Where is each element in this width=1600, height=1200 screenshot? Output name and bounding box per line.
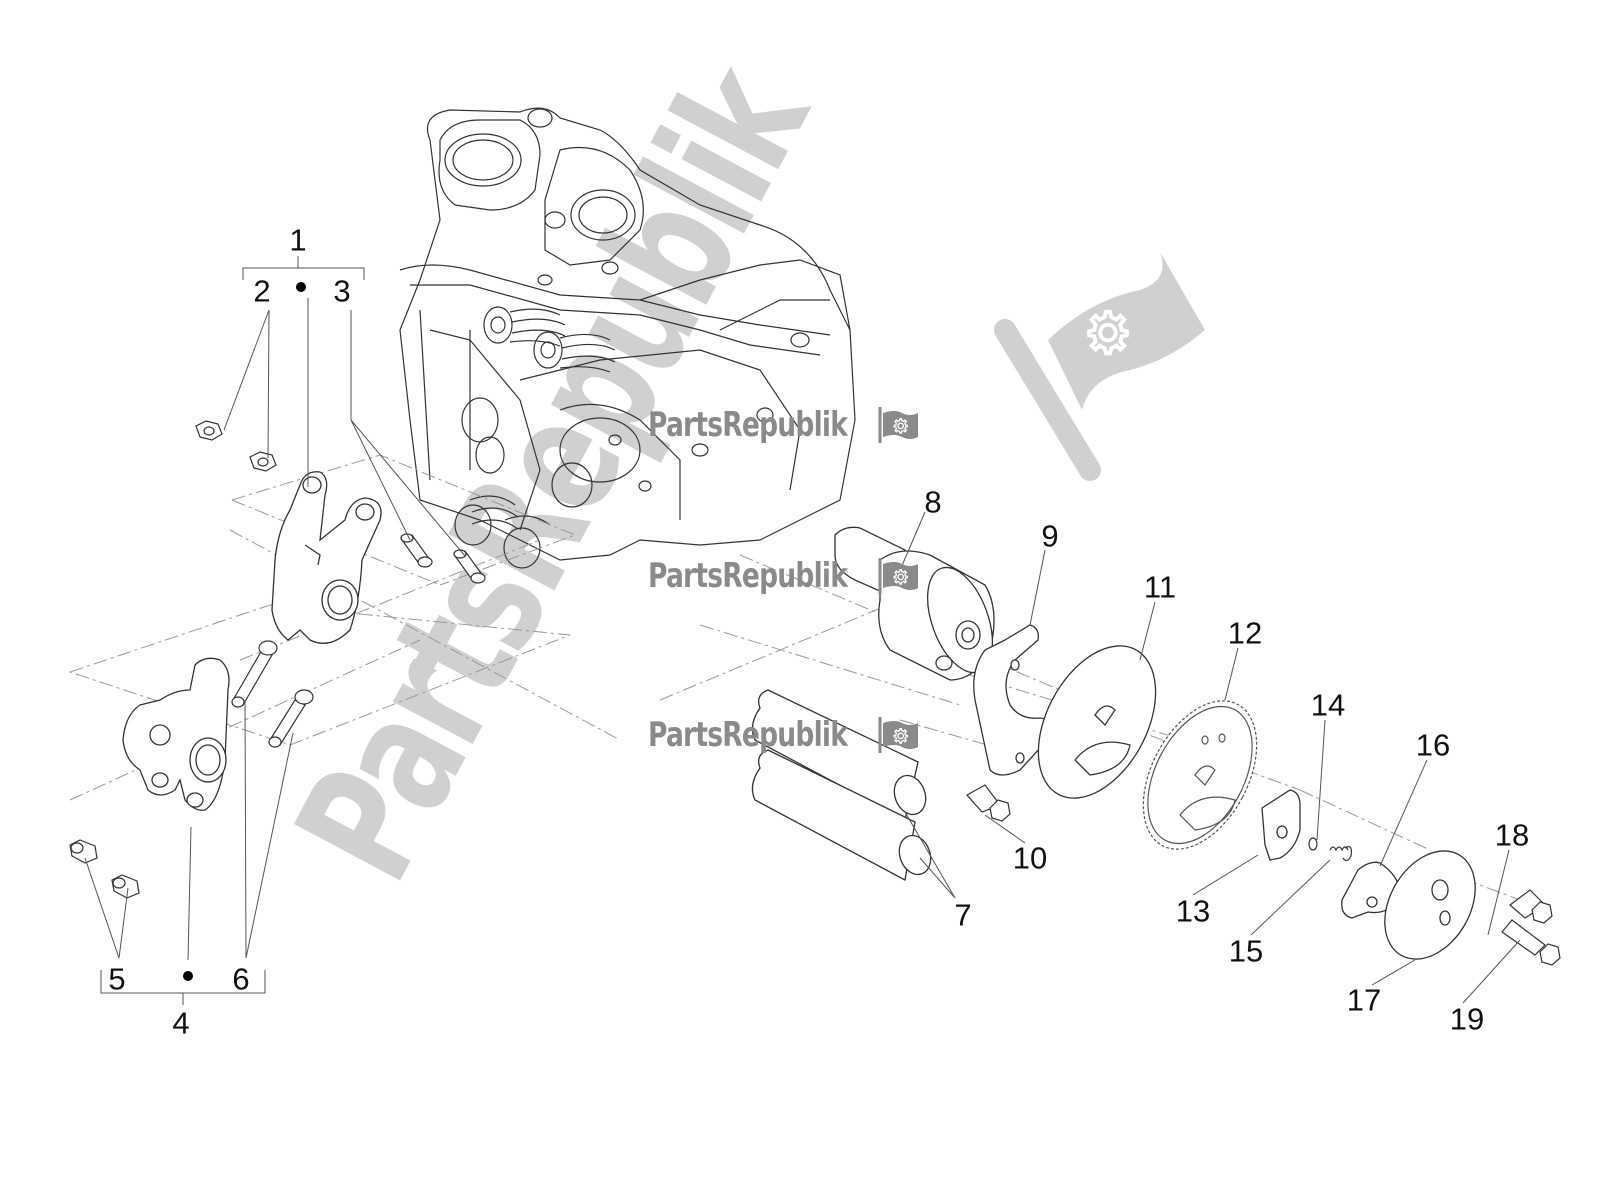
watermark-text-3: PartsRepublik: [648, 715, 855, 755]
part-1-rocker-arm: [271, 471, 382, 644]
part-12-sprocket: [1142, 700, 1258, 850]
part-2-nuts: [195, 420, 277, 472]
part-3-valve-caps: [400, 533, 486, 584]
callout-16: 16: [1415, 727, 1451, 763]
watermark-label: PartsRepublik: [648, 556, 848, 596]
callout-8: 8: [924, 484, 942, 520]
part-11-disc: [1037, 645, 1157, 799]
part-15-spring: [1329, 846, 1352, 862]
watermark-flag-icon: [994, 252, 1205, 481]
part-5-caps: [69, 839, 140, 899]
callout-13: 13: [1175, 893, 1211, 929]
watermark-label: PartsRepublik: [648, 405, 848, 445]
leader-lines: [84, 256, 1521, 1005]
watermark-label: PartsRepublik: [648, 715, 848, 755]
callout-19: 19: [1449, 1001, 1485, 1037]
callout-1: 1: [289, 222, 307, 258]
part-10-bolt: [966, 784, 1011, 822]
callout-7: 7: [954, 897, 972, 933]
callout-11: 11: [1143, 569, 1177, 605]
callout-14: 14: [1310, 687, 1346, 723]
callout-5: 5: [108, 961, 126, 997]
valve-springs-upper: [483, 306, 616, 373]
part-4-rocker-arm: [122, 657, 230, 811]
callout-4: 4: [172, 1005, 190, 1041]
part-17-cover: [1384, 850, 1476, 960]
callout-12: 12: [1227, 615, 1263, 651]
callout-9: 9: [1041, 518, 1059, 554]
watermark-text-2: PartsRepublik: [648, 556, 855, 596]
callout-2: 2: [253, 273, 271, 309]
part-13-weight: [1261, 789, 1301, 861]
callout-10: 10: [1012, 840, 1048, 876]
part-9-plate: [973, 624, 1054, 776]
callout-6: 6: [232, 961, 250, 997]
part-7-pins: [751, 689, 932, 881]
callout-15: 15: [1228, 933, 1264, 969]
part-18-bolt: [1509, 889, 1553, 924]
part-14-washer: [1308, 837, 1318, 851]
group-1-dot: [296, 282, 306, 292]
callout-3: 3: [333, 273, 351, 309]
part-6-screws: [231, 640, 314, 748]
watermark-text-1: PartsRepublik: [648, 405, 855, 445]
part-19-bolt: [1501, 919, 1561, 966]
callout-18: 18: [1494, 817, 1530, 853]
callout-17: 17: [1346, 982, 1382, 1018]
watermark-flag-icons: [878, 407, 918, 753]
group-4-dot: [183, 971, 193, 981]
cylinder-head: [399, 107, 856, 569]
